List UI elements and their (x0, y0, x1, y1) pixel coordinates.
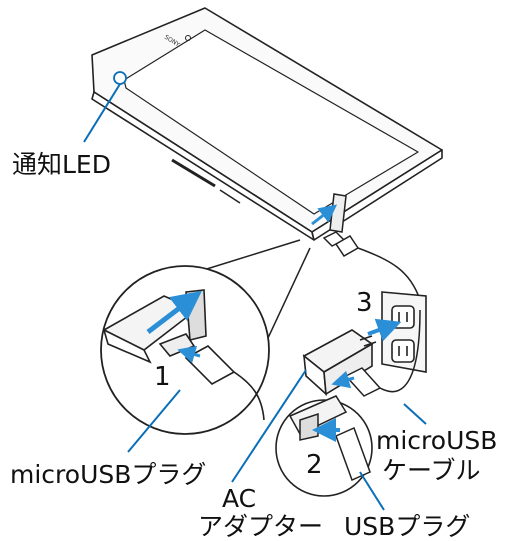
label-ac-2: アダプター (198, 512, 324, 541)
label-ac-1: AC (222, 484, 257, 513)
label-microusb-plug: microUSBプラグ (10, 460, 207, 489)
label-usb-plug: USBプラグ (344, 512, 471, 541)
leaders (127, 369, 427, 511)
notification-led-icon (113, 71, 127, 85)
leader-led (83, 83, 121, 143)
label-notification-led: 通知LED (12, 150, 111, 179)
cable-small (322, 231, 421, 301)
label-microusb-cable-2: ケーブル (382, 456, 481, 485)
port-flap (311, 193, 347, 233)
magnified-port (102, 289, 265, 421)
step-1: 1 (154, 362, 171, 392)
tablet: SONY (91, 7, 443, 241)
step-3: 3 (356, 288, 373, 318)
magnified-usb (288, 395, 371, 482)
step-2: 2 (306, 450, 323, 480)
label-microusb-cable-1: microUSB (376, 426, 498, 455)
usb-plug-adapter (331, 309, 421, 397)
